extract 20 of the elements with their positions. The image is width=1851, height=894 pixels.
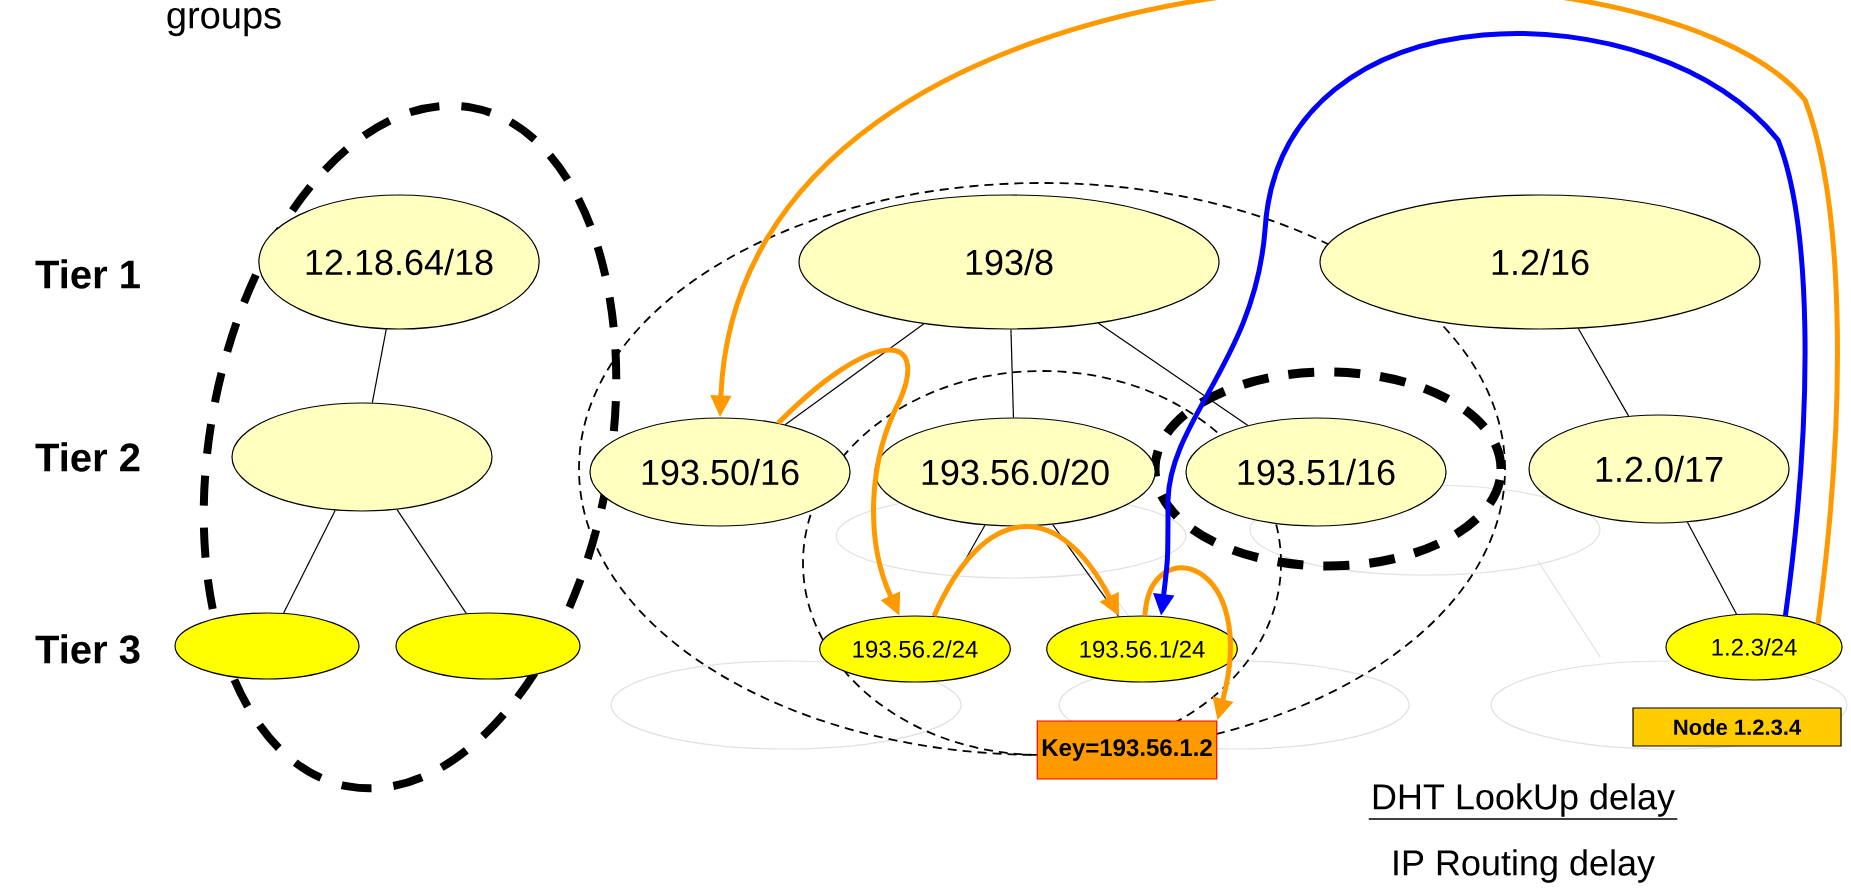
connector-line — [1577, 327, 1630, 417]
arrow — [931, 524, 1119, 618]
connector-line — [1686, 521, 1738, 615]
connector-line — [1010, 329, 1015, 418]
text-label: DHT LookUp delay — [1368, 783, 1679, 820]
connector-line — [784, 323, 925, 426]
text-label: groups — [167, 7, 281, 37]
connector-line — [371, 328, 387, 404]
connector-line — [1097, 322, 1249, 426]
tier-label: Tier 2 — [35, 442, 140, 472]
connector-line — [1052, 524, 1120, 617]
network-ellipse — [395, 612, 581, 680]
tier-label: Tier 1 — [35, 259, 140, 289]
network-ellipse — [174, 612, 360, 680]
node-label-box: Node 1.2.3.4 — [1632, 707, 1842, 747]
network-ellipse — [231, 402, 493, 512]
connector-line — [283, 509, 336, 614]
key-box: Key=193.56.1.2 — [1036, 720, 1218, 780]
connector-line — [396, 509, 467, 614]
text-label: IP Routing delay — [1394, 849, 1655, 883]
